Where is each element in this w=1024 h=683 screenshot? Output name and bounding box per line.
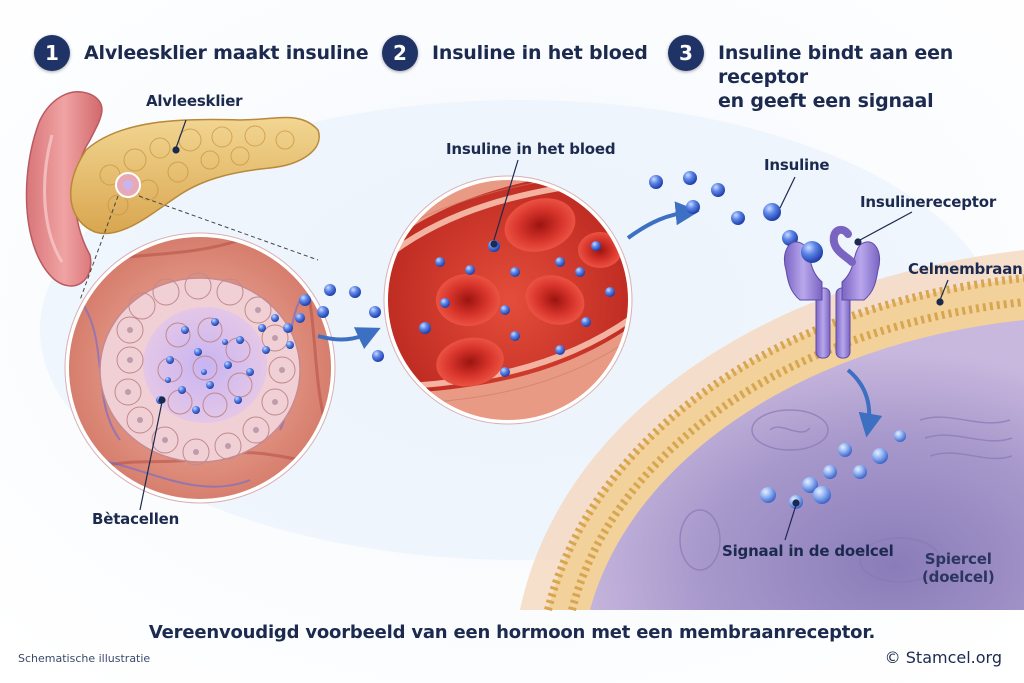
pancreas-illustration xyxy=(25,91,320,301)
step-3-title: Insuline bindt aan een receptor en geeft… xyxy=(718,42,954,112)
label-pancreas: Alvleesklier xyxy=(146,92,243,110)
signal-particles xyxy=(760,430,906,509)
step-2: 2 Insuline in het bloed xyxy=(382,35,648,71)
label-receptor: Insulinereceptor xyxy=(860,193,997,211)
flow-arrow-2 xyxy=(626,201,700,240)
blood-magnification xyxy=(383,175,633,425)
flow-arrow-1 xyxy=(317,327,381,349)
label-membrane: Celmembraan xyxy=(908,260,1023,278)
insulin-receptor xyxy=(784,225,880,359)
leader-lines xyxy=(139,119,949,541)
step-1-title: Alvleesklier maakt insuline xyxy=(84,42,369,64)
step-2-title: Insuline in het bloed xyxy=(432,42,648,64)
label-signal: Signaal in de doelcel xyxy=(722,542,894,560)
label-blood: Insuline in het bloed xyxy=(446,140,616,158)
copyright: © Stamcel.org xyxy=(884,648,1002,667)
label-target-cell: Spiercel (doelcel) xyxy=(922,550,995,586)
figure-caption: Vereenvoudigd voorbeeld van een hormoon … xyxy=(148,622,876,643)
step-3-badge: 3 xyxy=(668,35,704,71)
label-beta-cells: Bètacellen xyxy=(92,510,180,528)
step-1: 1 Alvleesklier maakt insuline xyxy=(34,35,369,71)
step-1-badge: 1 xyxy=(34,35,70,71)
footer-note: Schematische illustratie xyxy=(18,652,151,665)
free-insulin-particles xyxy=(649,171,798,246)
label-insulin: Insuline xyxy=(764,156,830,174)
target-cell xyxy=(520,250,1024,612)
step-2-badge: 2 xyxy=(382,35,418,71)
step-3: 3 Insuline bindt aan een receptor en gee… xyxy=(668,35,1024,113)
signal-arrow xyxy=(846,368,883,438)
